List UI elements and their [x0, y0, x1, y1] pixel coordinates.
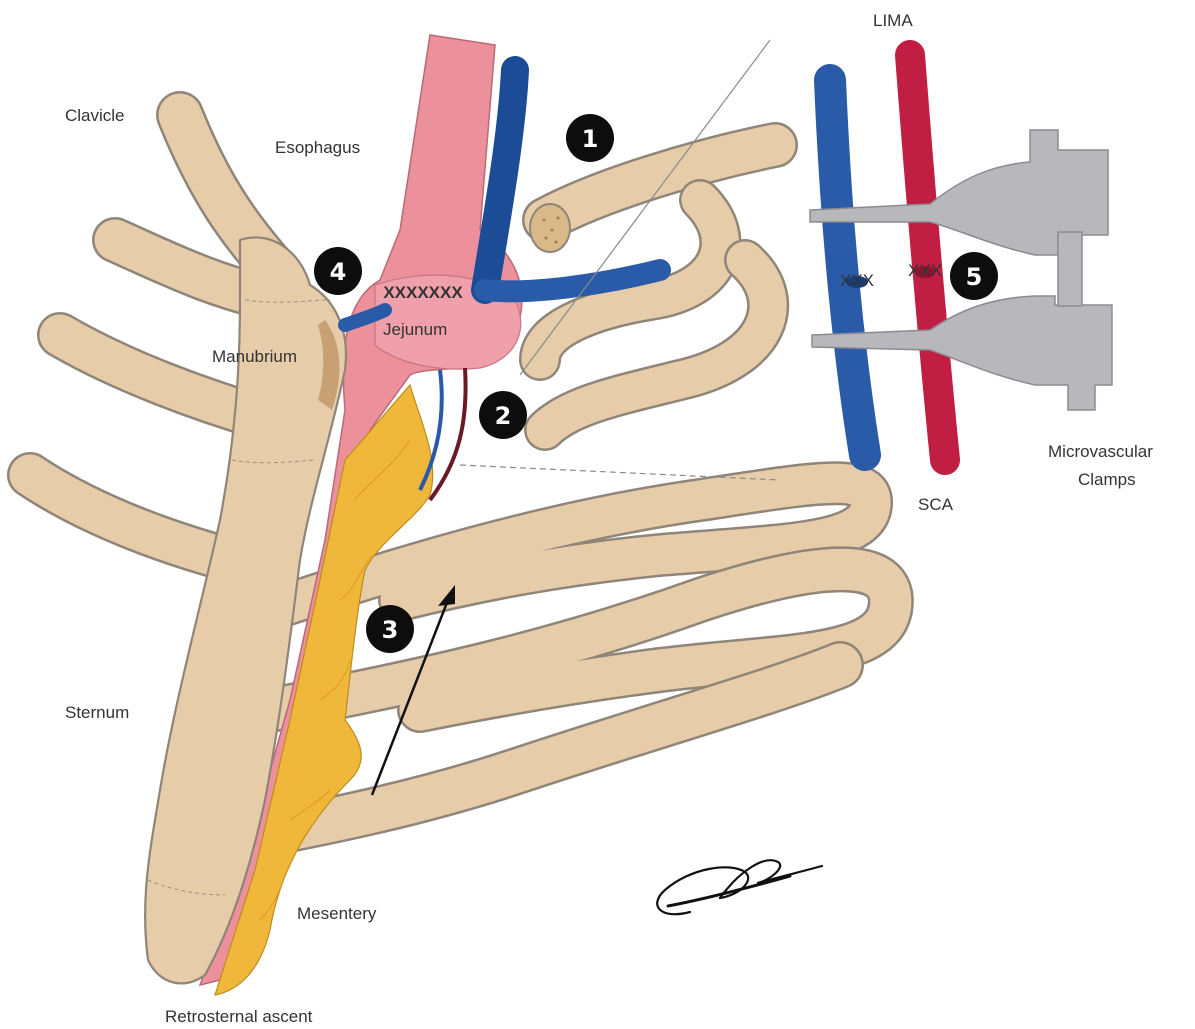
vein-suture-marks: XXX: [840, 271, 874, 290]
label-anastomosis: XXXXXXX: [383, 283, 463, 302]
label-clavicle: Clavicle: [65, 106, 125, 125]
marker-1: 1: [566, 114, 614, 162]
svg-text:3: 3: [382, 616, 399, 644]
label-sternum: Sternum: [65, 703, 129, 722]
label-lima: LIMA: [873, 11, 913, 30]
label-manubrium: Manubrium: [212, 347, 297, 366]
label-esophagus: Esophagus: [275, 138, 360, 157]
signature-icon: [657, 860, 822, 914]
inset-vein: [830, 80, 865, 455]
marker-5: 5: [950, 252, 998, 300]
artery-suture-marks: XXX: [908, 261, 942, 280]
label-clamps-line2: Clamps: [1078, 470, 1136, 489]
marker-3: 3: [366, 605, 414, 653]
jejunal-stump: [530, 204, 570, 252]
label-retrosternal-ascent: Retrosternal ascent: [165, 1007, 313, 1026]
label-clamps-line1: Microvascular: [1048, 442, 1153, 461]
label-mesentery: Mesentery: [297, 904, 377, 923]
marker-4: 4: [314, 247, 362, 295]
svg-text:5: 5: [966, 263, 983, 291]
inset-artery: [910, 55, 945, 460]
mesenteric-artery: [430, 368, 466, 500]
svg-text:2: 2: [495, 402, 512, 430]
marker-2: 2: [479, 391, 527, 439]
svg-text:4: 4: [330, 258, 347, 286]
label-jejunum: Jejunum: [383, 320, 447, 339]
clamp-spring: [1058, 232, 1082, 306]
label-sca: SCA: [918, 495, 954, 514]
svg-text:1: 1: [582, 125, 599, 153]
